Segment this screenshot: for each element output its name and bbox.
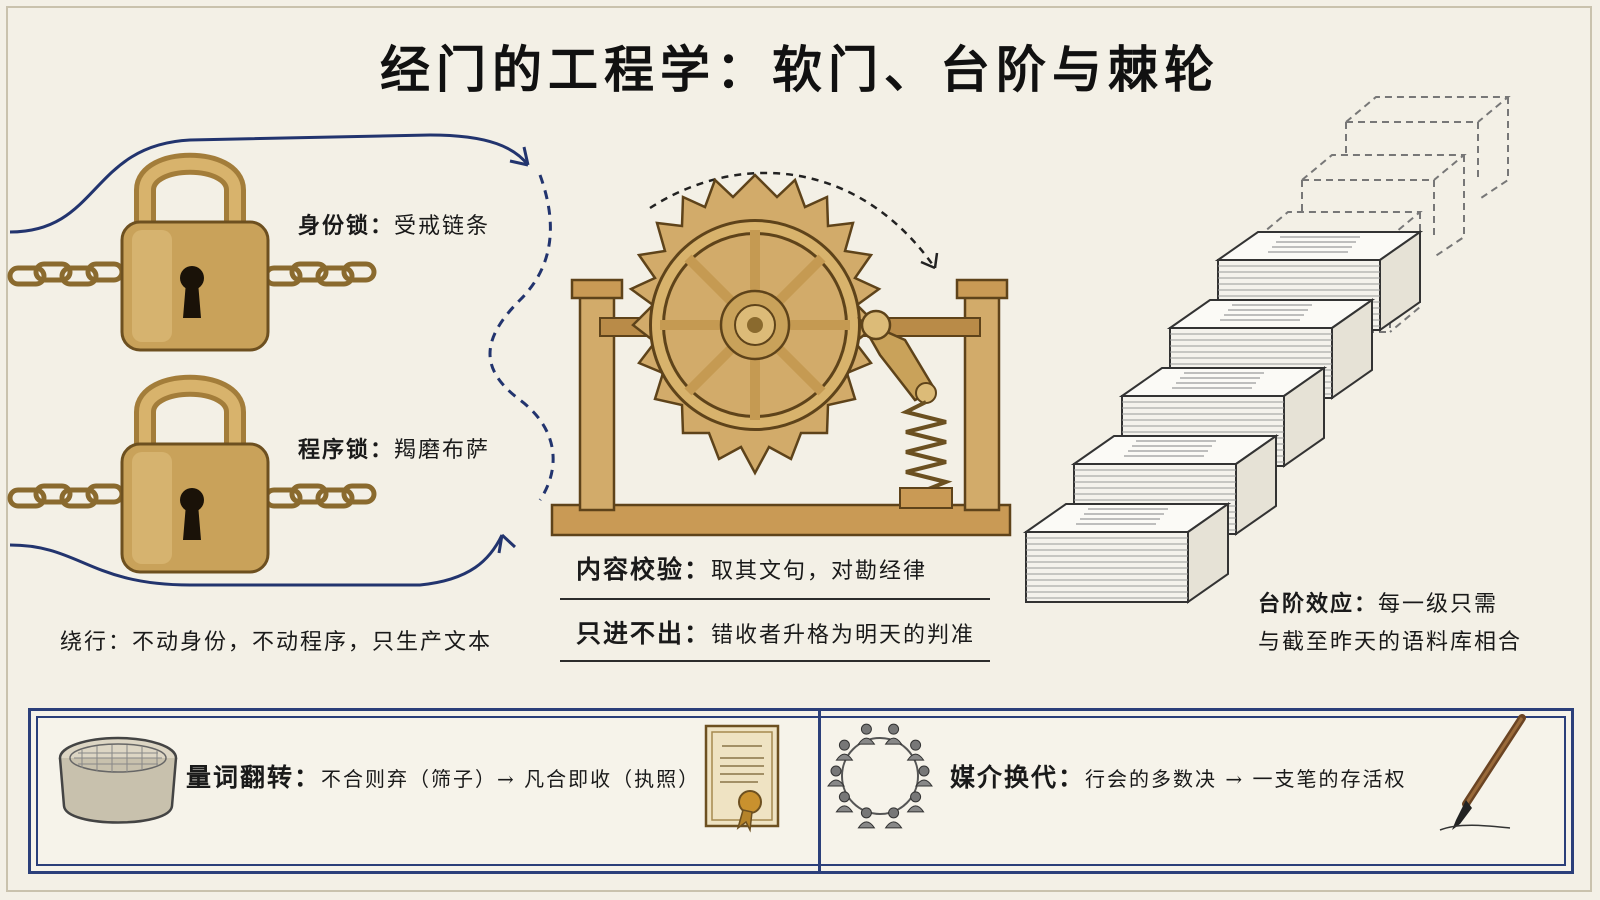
program-lock-label: 程序锁：羯磨布萨 — [298, 437, 491, 463]
spring-icon — [900, 400, 953, 492]
steps-label-line2: 与截至昨天的语料库相合 — [1258, 630, 1523, 655]
brush-pen-icon — [1439, 714, 1526, 831]
padlock-icon — [7, 152, 377, 352]
divider-line — [560, 598, 990, 600]
people-circle-icon — [827, 723, 933, 829]
chain-icon — [7, 261, 377, 287]
person-icon — [835, 739, 854, 761]
divider-line — [560, 660, 990, 662]
content-check-label: 内容校验：取其文句，对勘经律 — [576, 555, 928, 584]
panel-divider — [818, 708, 821, 874]
bypass-label: 绕行：不动身份，不动程序，只生产文本 — [60, 630, 493, 655]
page-frame — [6, 6, 1592, 892]
paper-stack — [1022, 502, 1232, 604]
person-icon — [884, 723, 903, 745]
quantifier-flip-label: 量词翻转：不合则弃（筛子）→ 凡合即收（执照） — [186, 763, 701, 792]
medium-shift-label: 媒介换代：行会的多数决 → 一支笔的存活权 — [950, 763, 1407, 792]
person-icon — [906, 739, 925, 761]
padlock-icon — [7, 374, 377, 574]
page-title: 经门的工程学：软门、台阶与棘轮 — [380, 40, 1220, 99]
person-icon — [857, 807, 876, 829]
steps-label: 台阶效应：每一级只需 — [1258, 591, 1499, 617]
ratchet-wheel-icon — [550, 171, 1012, 537]
person-icon — [835, 791, 854, 813]
bottom-panel — [28, 708, 1574, 874]
person-icon — [915, 765, 933, 787]
certificate-icon — [704, 724, 780, 833]
in-only-label: 只进不出：错收者升格为明天的判准 — [576, 619, 976, 648]
identity-lock-label: 身份锁：受戒链条 — [298, 213, 491, 239]
person-icon — [857, 723, 876, 745]
sieve-icon — [58, 736, 178, 824]
person-icon — [906, 791, 925, 813]
paper-stack-icon — [1022, 96, 1511, 604]
person-icon — [884, 807, 903, 829]
person-icon — [827, 765, 845, 787]
